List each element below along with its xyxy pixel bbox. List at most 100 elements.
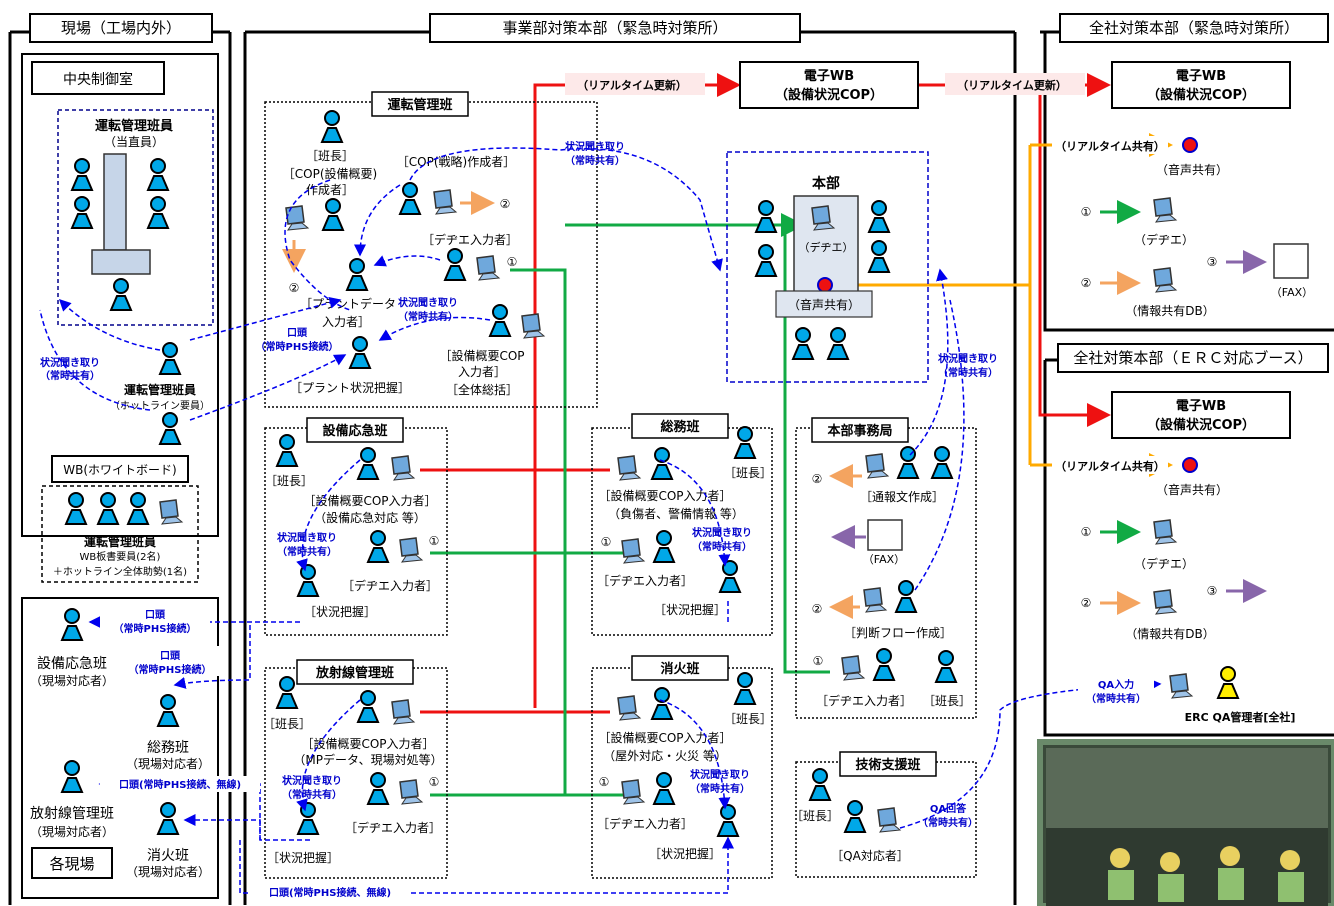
team-general-status: ［状況把握］ [654,602,726,617]
team-general-cop-sub: （負傷者、警備情報 等） [608,506,744,521]
erc-num3: ③ [1207,584,1218,598]
erc-title: 全社対策本部（ＥＲＣ対応ブース） [1073,349,1312,367]
sec-flow: ［判断フロー作成］ [844,625,952,640]
team-equipment-dechie: ［デヂエ入力者］ [342,578,438,593]
operators-title: 運転管理班員 [95,118,173,134]
ops-listen-top-2: （常時共有） [565,154,625,167]
ops-verbal-2: （常時PHS接続） [256,340,339,353]
sec-dechie: ［デヂエ入力者］ [816,693,912,708]
hq-realtime-update: （リアルタイム更新） [577,78,687,92]
team-radiation-status: ［状況把握］ [267,850,339,865]
team-equipment-cop-sub: （設備応急対応 等） [314,510,426,525]
erc-num2: ② [1081,596,1092,610]
erc-num1: ① [1081,525,1092,539]
corp-num2: ② [1081,276,1092,290]
team-fire-status: ［状況把握］ [649,846,721,861]
team-radiation-cop: ［設備概要COP入力者］ [301,736,434,751]
corp-fax: （FAX） [1271,286,1313,299]
corp-realtime-update: （リアルタイム更新） [957,78,1067,92]
corp-realtime-share: （リアルタイム共有） [1055,139,1165,153]
hq-ewb-title1: 電子WB [804,69,854,84]
ops-num1: ① [507,255,518,269]
verbal-2b: （常時PHS接続） [129,663,212,676]
ops-leader: ［班長］ [306,149,354,163]
honbu-voice-dot [818,278,832,292]
erc-qa-input-2: （常時共有） [1086,692,1146,705]
corp-ewb[interactable]: 電子WB （設備状況COP） [1112,62,1290,108]
team-radiation-dechie: ［デヂエ入力者］ [345,820,441,835]
control-room-title: 中央制御室 [63,71,133,88]
corp-content: （リアルタイム共有） （音声共有） ① （デヂエ） ② （情報共有DB） ③ （… [1052,136,1313,318]
team-radiation-leader: ［班長］ [263,717,311,731]
ops-cop-overview-2: 作成者］ [306,183,354,197]
ops-team: 運転管理班 ［班長］ ［COP(設備概要) 作成者］ ② ［COP(戦略)作成者… [256,92,625,407]
hq-ewb[interactable]: 電子WB （設備状況COP） [740,62,918,108]
field-team-equipment: 設備応急班 [37,656,107,672]
ops-member-label: 運転管理班員 [124,382,196,397]
team-general-leader: ［班長］ [724,466,772,480]
corp-title: 全社対策本部（緊急時対策所） [1089,19,1299,37]
erc-ewb-title2: （設備状況COP） [1147,417,1255,433]
team-fire-cop: ［設備概要COP入力者］ [598,730,731,745]
erc-ewb-title1: 電子WB [1176,399,1226,414]
erc-qa-input-1: QA入力 [1098,678,1134,691]
field-team-equipment-sub: （現場対応者） [30,674,114,688]
field-team-fire-sub: （現場対応者） [126,865,210,879]
team-equipment-status: ［状況把握］ [304,604,376,619]
wb-member-sub2: ＋ホットライン全体助勢(1名) [53,565,187,578]
team-fire-num1: ① [599,775,610,789]
team-equipment-title: 設備応急班 [322,423,387,439]
field-team-general: 総務班 [147,740,189,756]
site-title: 現場（工場内外） [61,19,181,37]
team-radiation-title: 放射線管理班 [315,665,394,681]
tech-qa-reply-1: QA回答 [930,802,967,815]
site-listen-2: （常時共有） [40,369,100,382]
verbal-4: 口頭(常時PHS接続、無線) [269,886,391,899]
wb-member: 運転管理班員 [84,534,156,549]
team-equipment-listen-2: （常時共有） [277,545,337,558]
team-equipment-leader: ［班長］ [265,474,313,488]
hq-title: 事業部対策本部（緊急時対策所） [502,19,727,37]
ops-overall-2: 入力者］ [458,365,506,379]
team-fire-dechie: ［デヂエ入力者］ [597,816,693,831]
team-fire-cop-sub: （屋外対応・火災 等） [603,749,727,763]
ops-cop-overview-1: ［COP(設備概要) [283,166,377,181]
erc-voice: （音声共有） [1156,482,1228,497]
sec-leader: ［班長］ [923,694,971,708]
verbal-3: 口頭(常時PHS接続、無線) [119,778,241,791]
ops-num2-b: ② [500,197,511,211]
verbal-1b: （常時PHS接続） [114,622,197,635]
hq-ewb-title2: （設備状況COP） [775,87,883,103]
tech-qa: ［QA対応者］ [831,849,909,863]
team-fire: 消火班 ［班長］ ［設備概要COP入力者］ （屋外対応・火災 等） ① ［デヂエ… [592,656,772,878]
corp-ewb-title1: 電子WB [1176,69,1226,84]
field-team-fire: 消火班 [147,848,189,864]
team-general-num1: ① [601,535,612,549]
secretariat: 本部事務局 ② ［通報文作成］ （FAX） ② ［判断フロー作成］ ① ［デヂエ… [796,352,998,718]
team-fire-leader: ［班長］ [724,712,772,726]
field-team-general-sub: （現場対応者） [126,757,210,771]
field-team-radiation: 放射線管理班 [30,806,114,822]
ops-overall-3: ［全体総括］ [446,382,518,397]
team-general-cop: ［設備概要COP入力者］ [598,488,731,503]
team-fire-title: 消火班 [660,661,699,677]
corp-num3: ③ [1207,255,1218,269]
ops-listen-1: 状況聞き取り [398,296,458,309]
honbu-dechie: （デヂエ） [799,240,854,254]
corp-num1: ① [1081,205,1092,219]
field-label: 各現場 [49,855,94,873]
erc-voice-dot [1183,458,1197,472]
tech-support: 技術支援班 ［班長］ ［QA対応者］ QA回答 （常時共有） [791,752,978,877]
team-radiation-listen-1: 状況聞き取り [282,774,342,787]
ops-cop-strategy: ［COP(戦略)作成者］ [397,154,515,169]
honbu-voice: （音声共有） [788,297,860,312]
team-equipment-num1: ① [429,534,440,548]
erc-dechie: （デヂエ） [1134,556,1194,571]
erc-ewb[interactable]: 電子WB （設備状況COP） [1112,392,1290,438]
team-general: 総務班 ［班長］ ［設備概要COP入力者］ （負傷者、警備情報 等） ① ［デヂ… [592,414,772,635]
sec-num2-b: ② [812,602,823,616]
wb-member-sub1: WB板書要員(2名) [80,550,161,563]
tech-leader: ［班長］ [791,809,839,823]
erc-content: （リアルタイム共有） （音声共有） ① （デヂエ） ② （情報共有DB） ③ Q… [1052,456,1295,724]
corp-infodb: （情報共有DB） [1125,304,1214,318]
